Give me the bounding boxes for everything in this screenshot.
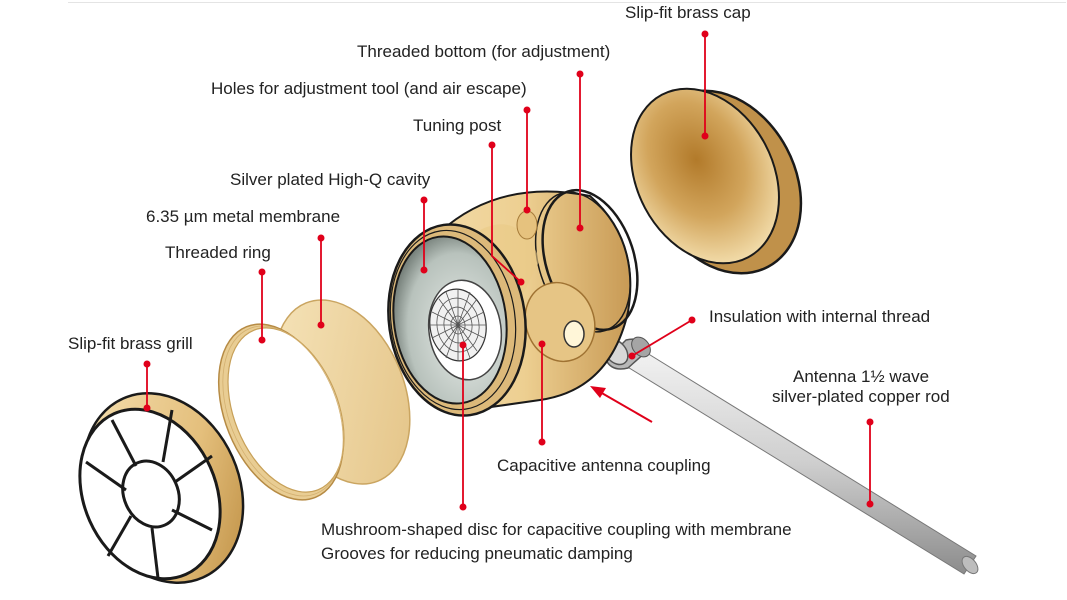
label-antenna-line1: Antenna 1½ wave <box>793 367 930 386</box>
label-holes-adjustment: Holes for adjustment tool (and air escap… <box>211 79 527 98</box>
label-silver-cavity: Silver plated High-Q cavity <box>230 170 431 189</box>
label-capacitive-coupling: Capacitive antenna coupling <box>497 456 711 475</box>
brass-grill <box>78 392 245 584</box>
label-metal-membrane: 6.35 µm metal membrane <box>146 207 341 226</box>
leader-lines <box>143 30 874 511</box>
label-mushroom-line1: Mushroom-shaped disc for capacitive coup… <box>321 520 792 539</box>
label-brass-grill: Slip-fit brass grill <box>68 334 193 353</box>
label-insulation: Insulation with internal thread <box>709 307 931 326</box>
label-threaded-ring: Threaded ring <box>165 243 271 262</box>
antenna-rod <box>625 349 979 575</box>
threaded-ring <box>217 323 345 501</box>
top-divider <box>68 2 1066 3</box>
direction-arrow <box>590 386 653 423</box>
brass-cap <box>630 87 803 275</box>
label-tuning-post: Tuning post <box>413 116 502 135</box>
label-slip-fit-brass-cap: Slip-fit brass cap <box>625 3 751 22</box>
label-antenna-line2: silver-plated copper rod <box>772 387 950 406</box>
label-threaded-bottom: Threaded bottom (for adjustment) <box>357 42 611 61</box>
label-mushroom-line2: Grooves for reducing pneumatic damping <box>321 544 633 563</box>
